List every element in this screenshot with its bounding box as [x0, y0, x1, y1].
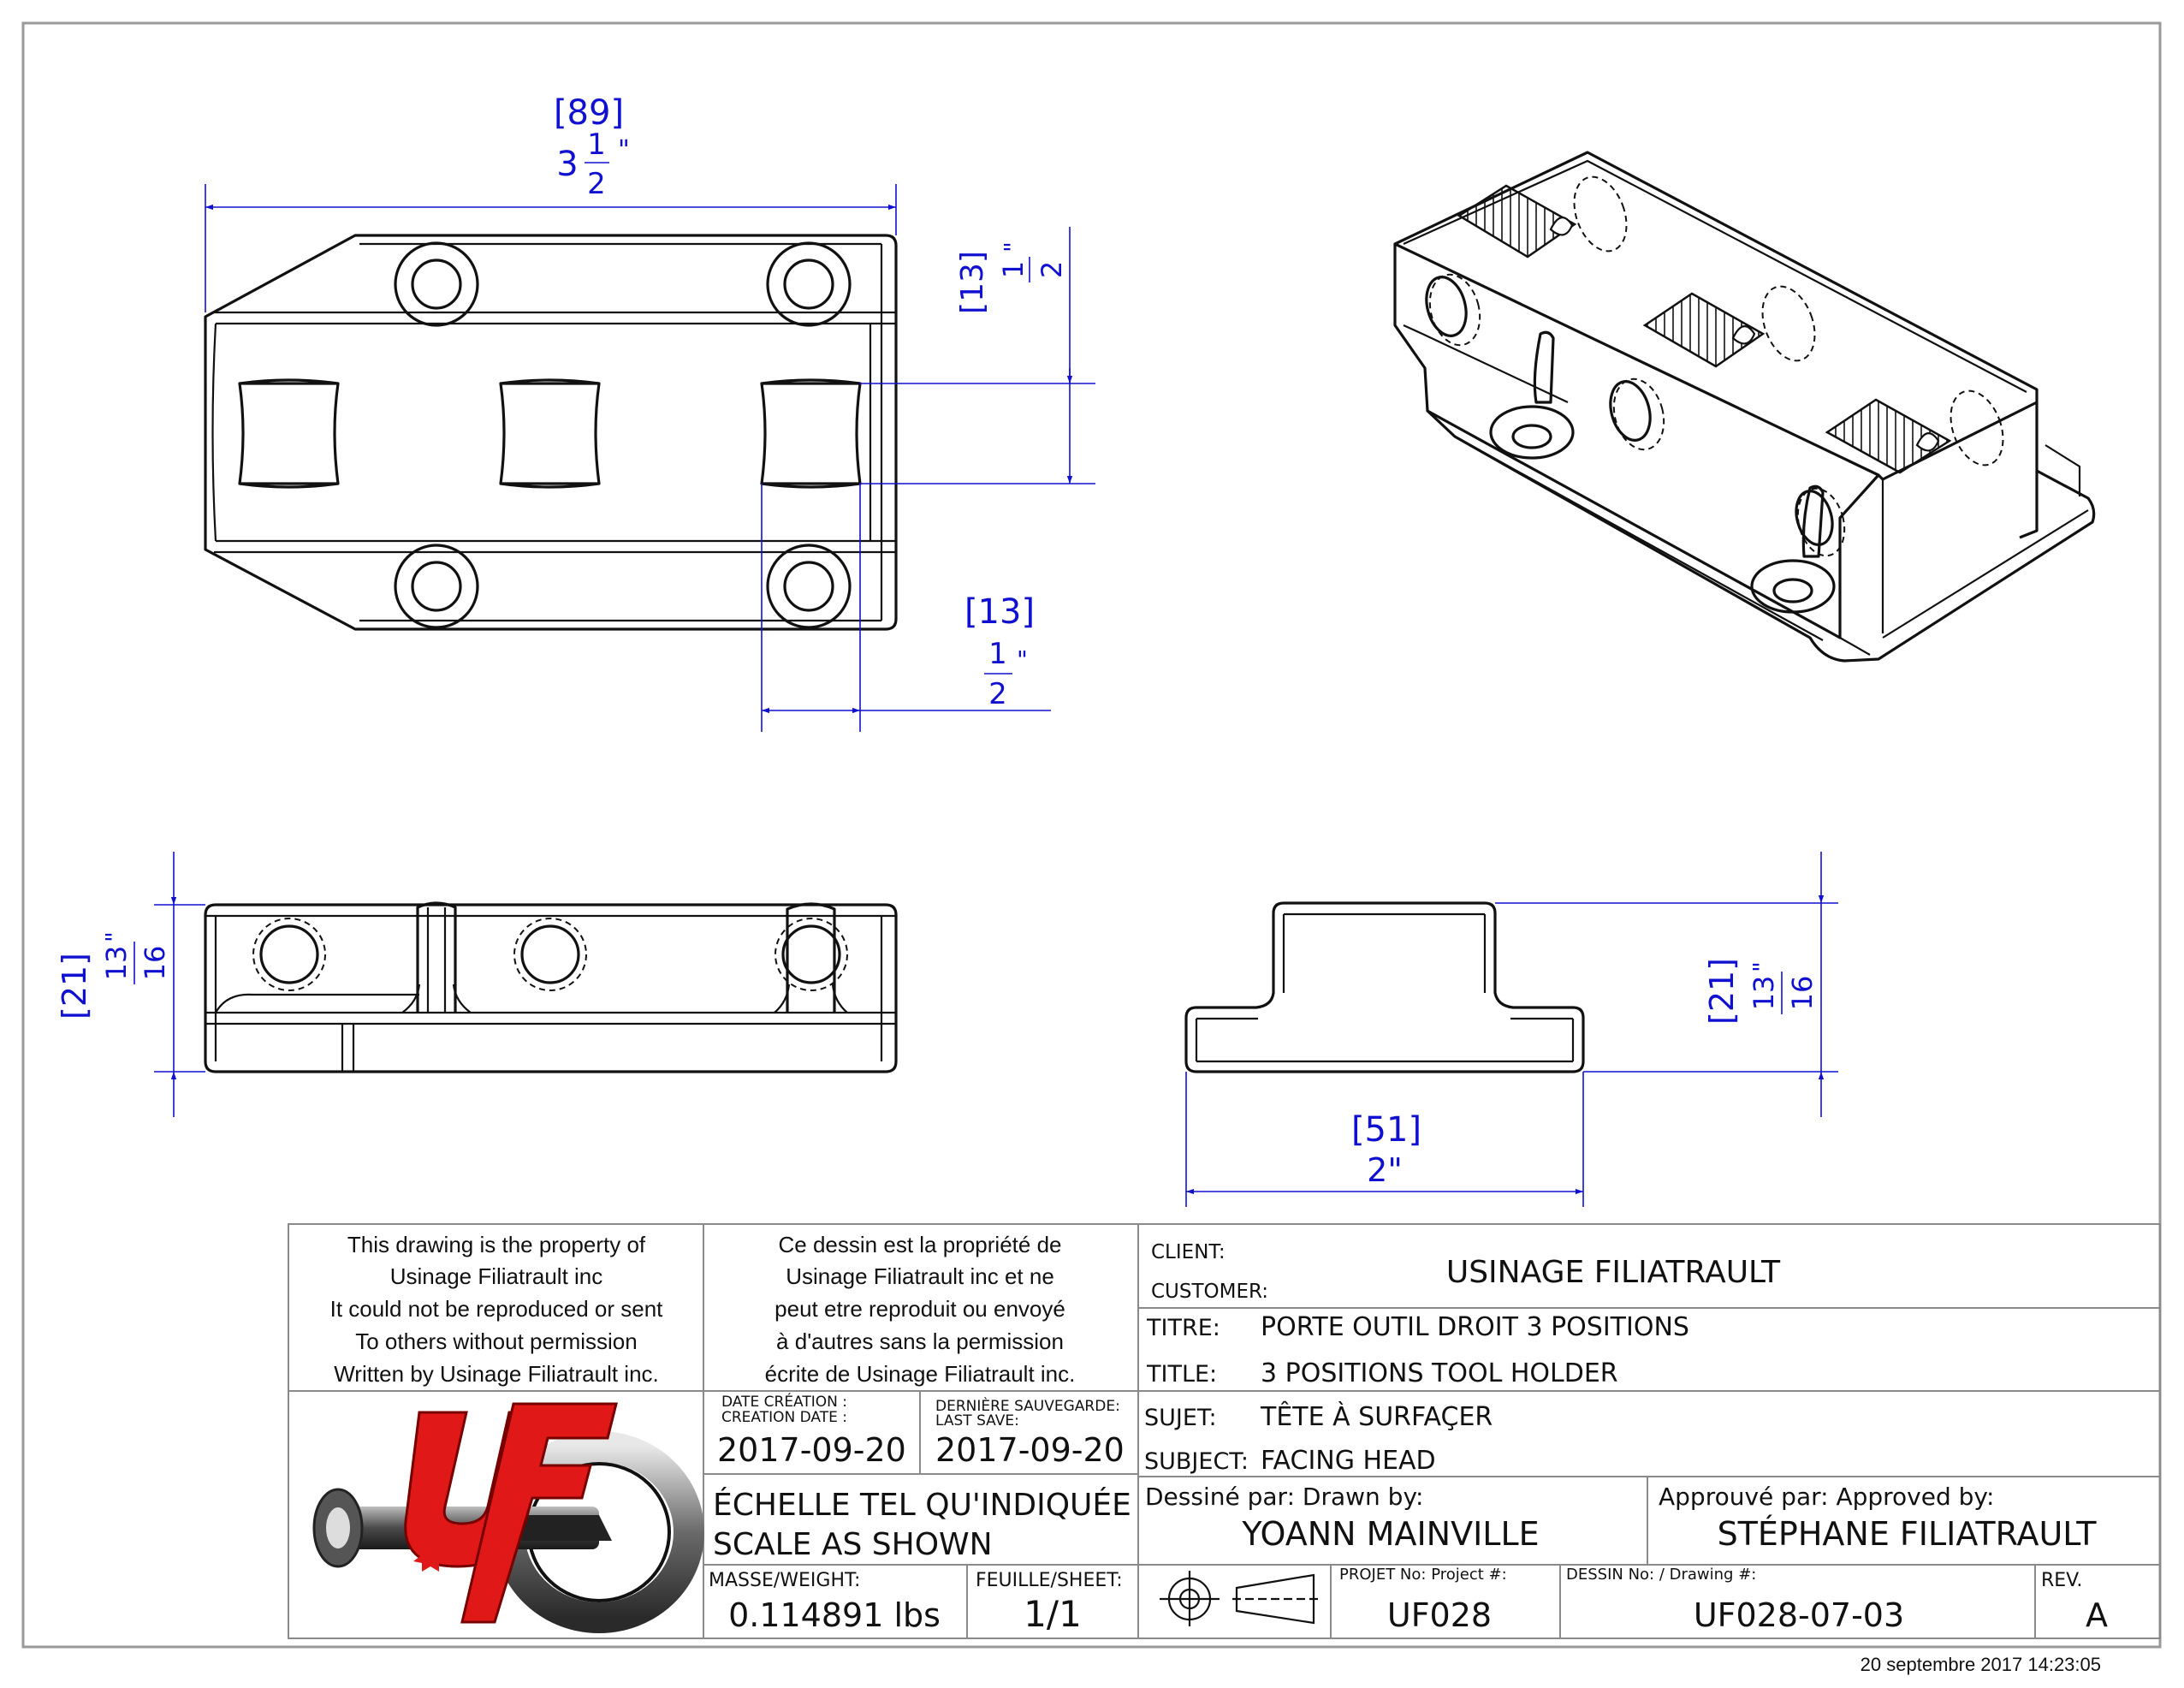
third-angle-projection-icon [1160, 1571, 1318, 1626]
sheet-value: 1/1 [1024, 1593, 1082, 1635]
drawing-label: DESSIN No: / Drawing #: [1566, 1566, 1756, 1584]
drawn-label: Dessiné par: Drawn by: [1145, 1483, 1423, 1511]
pocket-height-in-num: 1 [997, 261, 1030, 278]
pocket-width-in-num: 1 [988, 637, 1007, 671]
project-value: UF028 [1387, 1596, 1492, 1634]
scale-en: SCALE AS SHOWN [713, 1527, 993, 1562]
notice-en-2: Usinage Filiatrault inc [390, 1263, 603, 1289]
mass-value: 0.114891 lbs [728, 1596, 941, 1634]
top-width-in-unit: " [618, 135, 630, 165]
notice-fr-1: Ce dessin est la propriété de [779, 1232, 1062, 1257]
top-width-in-num: 1 [587, 128, 606, 162]
client-value: USINAGE FILIATRAULT [1446, 1255, 1781, 1290]
drawing-value: UF028-07-03 [1694, 1596, 1904, 1634]
side-height-dimension: [21] 13 " 16 [1495, 852, 1838, 1117]
drawn-value: YOANN MAINVILLE [1241, 1515, 1539, 1553]
creation-label-en: CREATION DATE : [721, 1409, 847, 1426]
client-label-en: CUSTOMER: [1151, 1281, 1268, 1303]
side-width-in: 2" [1367, 1151, 1403, 1189]
sheet-border [21, 21, 2162, 1649]
top-width-dimension: [89] 3 1 2 " [205, 93, 897, 312]
pocket-width-in-den: 2 [988, 677, 1007, 711]
side-height-mm: [21] [1703, 958, 1741, 1025]
sujet-label: SUJET: [1144, 1405, 1217, 1431]
titre-label: TITRE: [1146, 1315, 1220, 1341]
front-height-dimension: [21] 13 " 16 [56, 852, 205, 1117]
notice-en-1: This drawing is the property of [347, 1232, 646, 1257]
isometric-view [1393, 151, 2096, 663]
notice-fr-3: peut etre reproduit ou envoyé [774, 1296, 1065, 1322]
sheet-label: FEUILLE/SHEET: [976, 1570, 1123, 1591]
pocket-width-dimension: [13] 1 2 " [761, 484, 1051, 732]
pocket-height-in-den: 2 [1036, 261, 1068, 278]
pocket-height-mm: [13] [955, 251, 990, 314]
save-value: 2017-09-20 [935, 1431, 1125, 1469]
top-width-mm: [89] [554, 93, 624, 133]
notice-en-4: To others without permission [355, 1328, 637, 1354]
notice-fr-5: écrite de Usinage Filiatrault inc. [765, 1361, 1076, 1387]
pocket-height-dimension: [13] 1 " 2 [860, 227, 1095, 484]
notice-fr-2: Usinage Filiatrault inc et ne [786, 1263, 1054, 1289]
top-width-in-den: 2 [587, 167, 606, 201]
scale-fr: ÉCHELLE TEL QU'INDIQUÉE [713, 1487, 1131, 1523]
side-height-in-unit: " [1748, 961, 1776, 972]
top-view [204, 234, 898, 631]
creation-label-fr: DATE CRÉATION : [721, 1392, 847, 1411]
pocket-height-in-unit: " [999, 241, 1027, 253]
side-width-dimension: [51] 2" [1185, 1072, 1584, 1207]
front-view [204, 901, 898, 1073]
front-height-in-unit: " [100, 931, 128, 942]
title-label: TITLE: [1146, 1361, 1217, 1388]
project-label: PROJET No: Project #: [1339, 1566, 1507, 1584]
sujet-value: TÊTE À SURFAÇER [1260, 1401, 1493, 1432]
titre-value: PORTE OUTIL DROIT 3 POSITIONS [1261, 1312, 1689, 1342]
notice-fr-4: à d'autres sans la permission [776, 1328, 1064, 1354]
subject-value: FACING HEAD [1261, 1446, 1436, 1476]
pocket-width-in-unit: " [1017, 645, 1028, 674]
side-width-mm: [51] [1351, 1110, 1421, 1150]
approved-label: Approuvé par: Approved by: [1659, 1483, 1994, 1511]
notice-en-3: It could not be reproduced or sent [330, 1296, 664, 1322]
pocket-width-mm: [13] [964, 592, 1035, 632]
save-label-en: LAST SAVE: [935, 1412, 1019, 1429]
rev-label: REV. [2041, 1570, 2082, 1591]
logo-letters-icon [404, 1402, 618, 1624]
front-height-in-den: 16 [139, 946, 171, 981]
side-view [1184, 901, 1585, 1073]
approved-value: STÉPHANE FILIATRAULT [1718, 1515, 2098, 1553]
mass-label: MASSE/WEIGHT: [709, 1570, 860, 1591]
front-height-in-num: 13 [100, 946, 133, 981]
client-label-fr: CLIENT: [1151, 1241, 1226, 1263]
subject-label: SUBJECT: [1144, 1448, 1249, 1475]
title-value: 3 POSITIONS TOOL HOLDER [1261, 1358, 1618, 1388]
side-height-in-num: 13 [1748, 976, 1780, 1011]
side-height-in-den: 16 [1786, 976, 1819, 1011]
footer-timestamp: 20 septembre 2017 14:23:05 [1861, 1654, 2101, 1675]
title-block: This drawing is the property of Usinage … [288, 1223, 2161, 1639]
company-logo [312, 1402, 704, 1633]
creation-value: 2017-09-20 [717, 1431, 906, 1469]
top-width-in-whole: 3 [556, 145, 578, 184]
save-label-fr: DERNIÈRE SAUVEGARDE: [935, 1396, 1120, 1415]
notice-en-5: Written by Usinage Filiatrault inc. [334, 1361, 659, 1387]
rev-value: A [2086, 1596, 2108, 1634]
front-height-mm: [21] [56, 953, 93, 1019]
